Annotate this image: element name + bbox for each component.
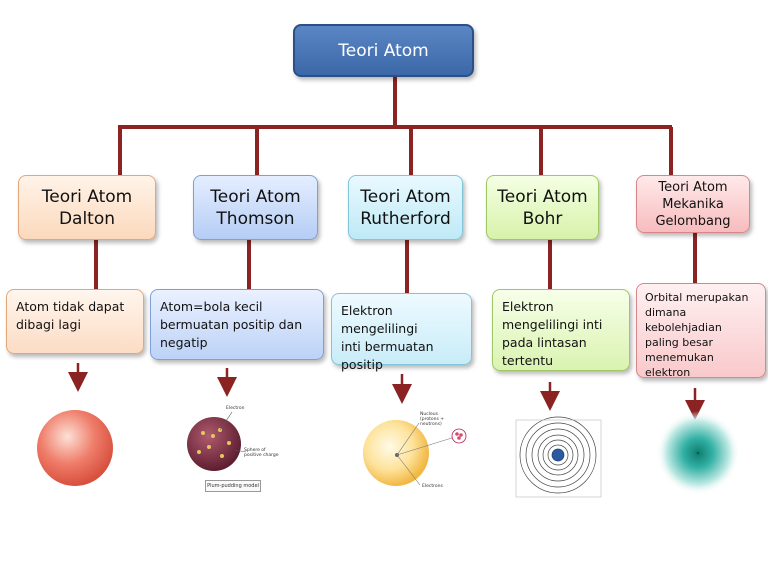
node-thomson-description: Atom=bola kecil bermuatan positip dan ne… xyxy=(150,289,324,360)
rutherford-label-nucleus: Nucleus (protons + neutrons) xyxy=(420,412,445,427)
node-dalton-title: Teori Atom Dalton xyxy=(18,175,156,240)
node-rutherford-title: Teori Atom Rutherford xyxy=(348,175,463,240)
node-thomson-title: Teori Atom Thomson xyxy=(193,175,318,240)
root-title: Teori Atom xyxy=(338,40,429,61)
node-dalton-description: Atom tidak dapat dibagi lagi xyxy=(6,289,144,354)
node-mekanika-gelombang-description: Orbital merupakan dimana kebolehjadian p… xyxy=(636,283,766,379)
node-mekanika-gelombang-title: Teori Atom Mekanika Gelombang xyxy=(636,175,750,233)
tree-connectors xyxy=(94,77,697,293)
thomson-caption: Plum-pudding model xyxy=(205,480,261,492)
rutherford-label-electrons: Electrons xyxy=(422,484,443,489)
rutherford-atom-image xyxy=(363,420,467,486)
illustration-arrows xyxy=(68,363,705,420)
dalton-sphere-image xyxy=(37,410,113,486)
thomson-plum-pudding-image xyxy=(187,411,247,471)
bohr-model-image xyxy=(515,416,602,498)
root-node-teori-atom: Teori Atom xyxy=(293,24,474,77)
orbital-cloud-image xyxy=(656,411,740,495)
node-bohr-title: Teori Atom Bohr xyxy=(486,175,599,240)
thomson-label-electron: Electron xyxy=(226,406,245,411)
thomson-label-sphere: Sphere of positive charge xyxy=(244,448,279,458)
node-bohr-description: Elektron mengelilingi inti pada lintasan… xyxy=(492,289,630,371)
node-rutherford-description: Elektron mengelilingi inti bermuatan pos… xyxy=(331,293,472,372)
